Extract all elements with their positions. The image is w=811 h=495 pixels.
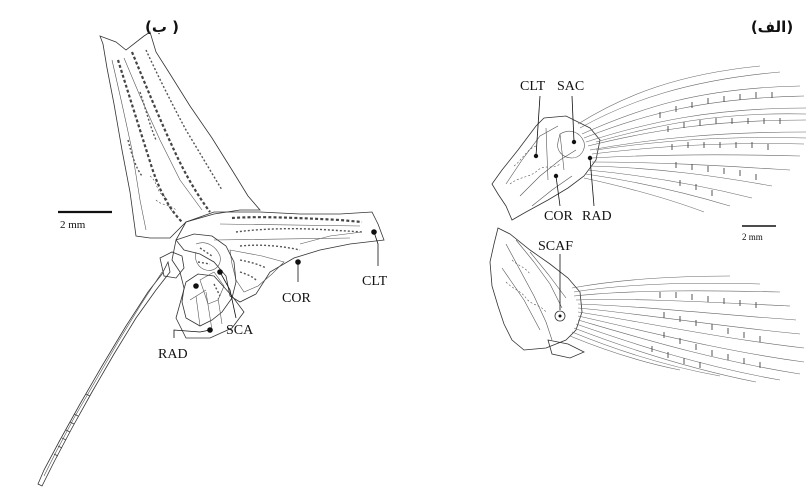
left-label-cor: COR	[282, 291, 311, 306]
right-clt-leader	[536, 96, 540, 156]
right-scale-bar-label: 2 mm	[742, 232, 763, 242]
right-lower-fin-rays	[570, 276, 804, 382]
right-lower-girdle-inner	[502, 240, 566, 340]
left-arm-hatching-2	[236, 229, 362, 232]
right-lower-girdle-base	[548, 340, 584, 358]
right-label-clt: CLT	[520, 79, 546, 94]
right-upper-girdle-dashed	[510, 146, 560, 184]
right-upper-sac-region	[558, 131, 585, 158]
right-sac-marker	[572, 140, 576, 144]
left-cleithrum-blade-outline	[100, 32, 260, 238]
left-label-clt: CLT	[362, 274, 388, 289]
left-cleithrum-blade-inner	[112, 58, 202, 230]
right-upper-fin-rays	[578, 66, 806, 212]
panel-right-title: (الف)	[751, 18, 793, 36]
left-spine-segments	[54, 394, 90, 456]
left-radials-inner	[190, 290, 222, 330]
right-lower-ray-segments	[652, 292, 760, 368]
left-clt-leader	[374, 232, 378, 266]
right-label-rad: RAD	[582, 209, 612, 224]
panel-left: (ب ) 2 mm CLT	[38, 18, 388, 486]
left-label-rad: RAD	[158, 347, 188, 362]
left-spine-midline	[44, 272, 162, 476]
left-arm-inner-lines	[214, 224, 362, 244]
right-upper-girdle-inner	[506, 126, 576, 206]
left-arm-hatching-1	[232, 217, 362, 222]
left-coracoid-region	[230, 250, 284, 292]
right-clt-marker	[534, 154, 538, 158]
right-label-sac: SAC	[557, 79, 584, 94]
left-rad-marker-1	[193, 283, 199, 289]
left-label-sca: SCA	[226, 323, 254, 338]
left-blade-hatching-3	[146, 50, 222, 190]
left-cleithrum-arm-outline	[176, 212, 384, 302]
right-cor-leader	[556, 176, 560, 206]
left-scale-bar-label: 2 mm	[60, 219, 86, 231]
left-coracoid-dashes	[240, 260, 266, 280]
right-label-cor: COR	[544, 209, 573, 224]
panel-right: (الف)	[490, 18, 806, 382]
right-label-scaf: SCAF	[538, 239, 573, 254]
left-spine-outline	[38, 262, 170, 486]
left-arm-hatching-3	[240, 245, 300, 250]
right-upper-ray-segments	[660, 92, 780, 196]
left-rad-leader	[174, 330, 210, 338]
right-lower-joint-center	[559, 315, 562, 318]
